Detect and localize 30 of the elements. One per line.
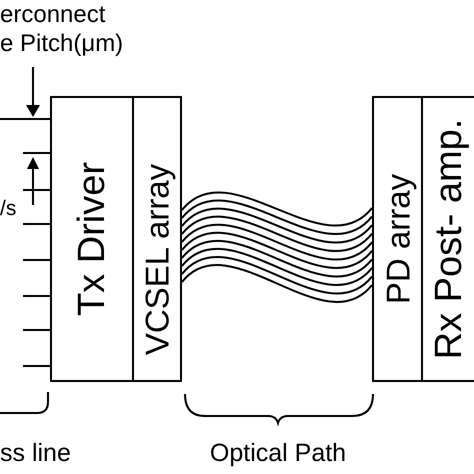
optical-fiber [181, 256, 373, 294]
signal-line [23, 329, 50, 331]
bracket-label: ss line [0, 439, 71, 468]
signal-line [23, 223, 50, 225]
signal-line [23, 295, 50, 297]
photodiode-array-block [372, 96, 423, 382]
optical-fiber [181, 208, 373, 244]
optical-fiber [181, 232, 373, 269]
signal-line [0, 118, 50, 120]
optical-fiber [181, 192, 373, 226]
dimension-label: /s [0, 197, 16, 221]
driver-block [50, 96, 134, 382]
optical-fiber [181, 264, 373, 302]
laser-array-block [132, 96, 182, 382]
amplifier-block [421, 96, 474, 382]
optical-fiber [181, 248, 373, 286]
optical-fiber [181, 240, 373, 277]
signal-line [23, 259, 50, 261]
block-label: Rx Post- amp. [430, 118, 468, 360]
optical-fiber [181, 200, 373, 235]
block-label: VCSEL array [140, 164, 174, 356]
optical-fiber [181, 224, 373, 260]
block-label: PD array [381, 174, 414, 304]
block-label: Tx Driver [73, 162, 111, 316]
signal-line [23, 189, 50, 191]
dimension-label: erconnect e Pitch(μm) [0, 0, 124, 58]
signal-line [23, 365, 50, 367]
bracket-label: Optical Path [210, 439, 346, 468]
optical-fiber [181, 216, 373, 252]
signal-line [23, 152, 50, 154]
